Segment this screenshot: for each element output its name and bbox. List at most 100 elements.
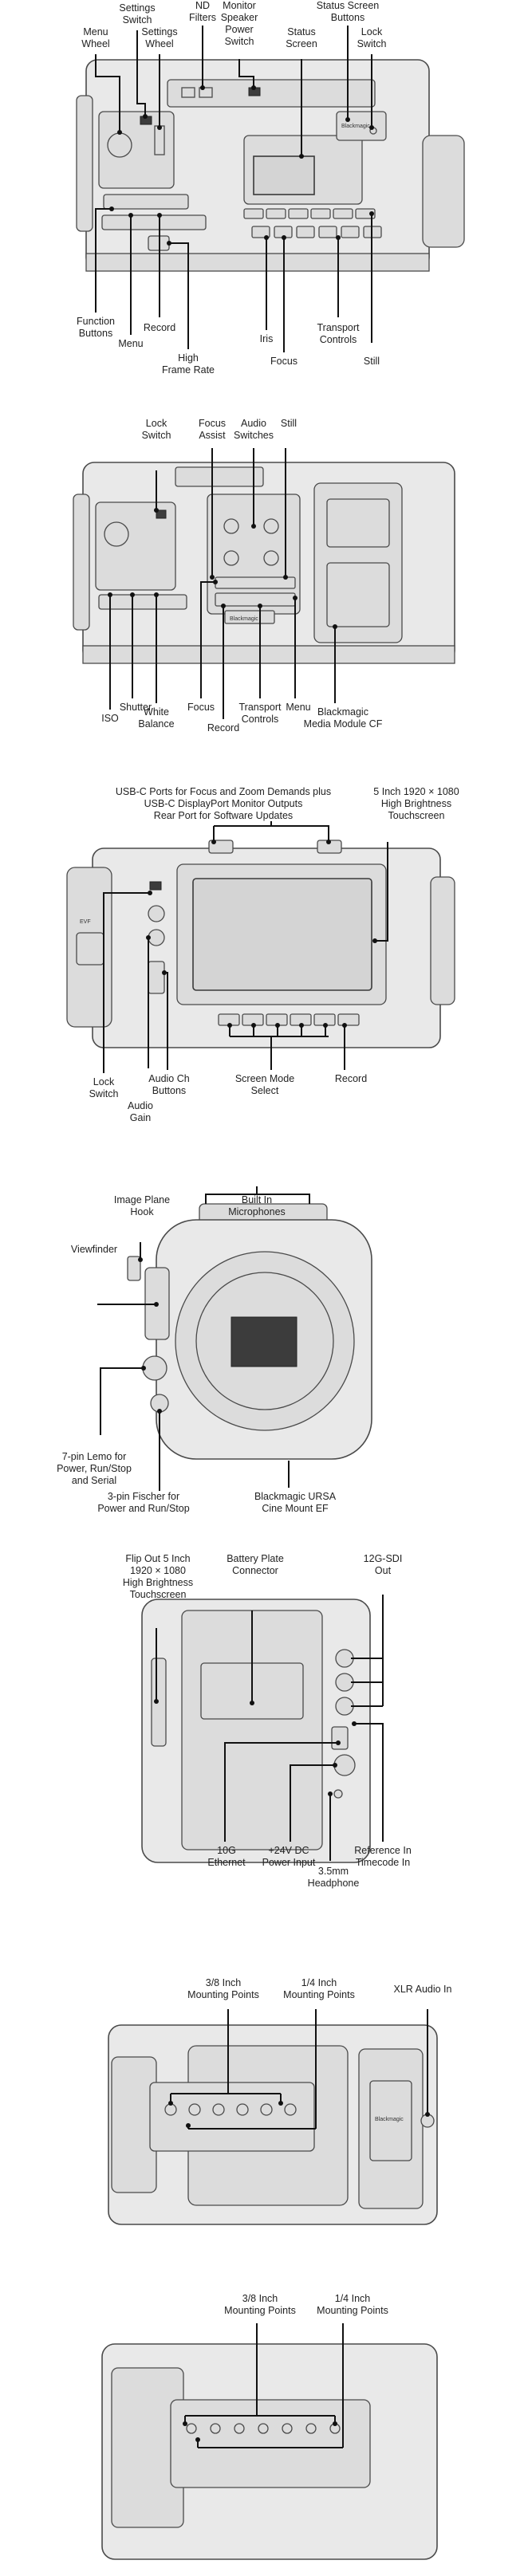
label-settings-wheel: Settings Wheel <box>141 26 178 49</box>
settings-wheel <box>154 125 165 155</box>
menu-record-row <box>101 214 207 230</box>
media-door <box>369 2080 412 2161</box>
label-shutter: Shutter <box>119 702 152 713</box>
label-xlr-audio: XLR Audio In <box>393 1984 452 1995</box>
label-status-screen-buttons: Status Screen Buttons <box>316 0 380 23</box>
label-still: Still <box>363 356 380 367</box>
transport-buttons-row <box>251 226 382 238</box>
label-image-plane-hook: Image Plane Hook <box>113 1194 171 1217</box>
label-menu: Menu <box>118 338 144 349</box>
view-bottom: Blackmagic 3/8 Inch Mounting Points 1/4 … <box>0 1969 528 2264</box>
menu-wheel <box>107 132 132 158</box>
left-side-studio-drawing: Blackmagic <box>73 448 455 719</box>
label-lock-switch: Lock Switch <box>141 418 171 441</box>
sdi-out-1 <box>335 1649 354 1668</box>
label-audio-gain: Audio Gain <box>128 1100 153 1123</box>
media-door-top <box>326 498 390 548</box>
view-left-side: Blackmagic <box>0 0 528 376</box>
sdi-out-3 <box>335 1697 354 1716</box>
label-mount-14: 1/4 Inch Mounting Points <box>283 1977 355 2000</box>
rear-edge <box>430 876 455 1005</box>
view-top: 3/8 Inch Mounting Points 1/4 Inch Mounti… <box>0 2288 528 2576</box>
sensor <box>231 1316 297 1367</box>
label-audio-ch-buttons: Audio Ch Buttons <box>148 1073 190 1096</box>
label-mount-38: 3/8 Inch Mounting Points <box>224 2293 296 2316</box>
evf-module <box>76 932 104 966</box>
function-button-row <box>103 194 189 210</box>
view-right-side: EVF USB-C Ports for <box>0 781 528 1132</box>
touchscreen <box>192 878 372 991</box>
headphone-jack <box>333 1789 343 1799</box>
label-function-buttons: Function Buttons <box>77 316 115 339</box>
right-side-drawing: EVF <box>66 821 455 1073</box>
label-settings-switch: Settings Switch <box>119 2 156 26</box>
label-transport-controls: Transport Controls <box>317 322 360 345</box>
label-flip-out-screen: Flip Out 5 Inch 1920 × 1080 High Brightn… <box>122 1553 194 1600</box>
flip-out-screen-edge <box>151 1658 167 1747</box>
lock-switch <box>156 509 167 519</box>
lens-mount-edge <box>76 95 93 232</box>
focus-assist-row <box>215 576 296 589</box>
top-strip <box>175 466 264 487</box>
lens-mount-edge <box>73 494 90 631</box>
audio-knob-4 <box>263 550 279 566</box>
label-headphone: 3.5mm Headphone <box>307 1866 360 1889</box>
label-still: Still <box>280 418 297 429</box>
label-menu-wheel: Menu Wheel <box>81 26 110 49</box>
label-transport-controls: Transport Controls <box>238 702 282 725</box>
sdi-out-2 <box>335 1673 354 1692</box>
top-strip <box>167 79 376 108</box>
audio-knob-2 <box>263 518 279 534</box>
rear-grip <box>422 135 465 248</box>
audio-ch-buttons <box>148 961 165 994</box>
mounting-plate <box>149 2082 315 2152</box>
label-monitor-speaker: Monitor Speaker Power Switch <box>220 0 258 47</box>
view-front: Image Plane Hook Built In Microphones Vi… <box>0 1140 528 1515</box>
evf-text: EVF <box>80 919 91 925</box>
menu-wheel <box>104 521 129 547</box>
media-door-bottom <box>326 562 390 627</box>
label-lock-switch: Lock Switch <box>89 1076 119 1099</box>
audio-knob-1 <box>223 518 239 534</box>
nd-button-1 <box>181 87 195 98</box>
label-iso: ISO <box>101 713 119 724</box>
lock-switch <box>149 881 162 891</box>
label-media-module: Blackmagic Media Module CF <box>303 706 383 730</box>
label-nd-filters: ND Filters <box>188 0 217 23</box>
brand-text: Blackmagic <box>230 616 258 622</box>
mounting-holes <box>164 2103 297 2116</box>
label-ethernet: 10G Ethernet <box>207 1845 246 1868</box>
label-lens-mount: Blackmagic URSA Cine Mount EF <box>254 1491 337 1514</box>
label-focus: Focus <box>187 702 215 713</box>
label-sdi-out: 12G-SDI Out <box>363 1553 403 1576</box>
label-viewfinder: Viewfinder <box>70 1244 118 1255</box>
status-buttons-row <box>243 208 376 219</box>
label-built-in-microphones: Built In Microphones <box>228 1194 286 1217</box>
status-screen <box>253 155 315 195</box>
label-lock-switch: Lock Switch <box>357 26 387 49</box>
label-mount-14: 1/4 Inch Mounting Points <box>317 2293 388 2316</box>
label-reference-in: Reference In Timecode In <box>354 1845 412 1868</box>
ethernet-port <box>331 1726 349 1750</box>
mounting-holes <box>186 2423 341 2434</box>
label-focus-assist: Focus Assist <box>198 418 227 441</box>
image-plane-hook <box>127 1256 141 1281</box>
label-status-screen: Status Screen <box>286 26 317 49</box>
label-record: Record <box>207 722 240 733</box>
base-plate <box>85 253 430 272</box>
label-touchscreen: 5 Inch 1920 × 1080 High Brightness Touch… <box>373 786 459 821</box>
label-record: Record <box>143 322 176 333</box>
label-lemo: 7-pin Lemo for Power, Run/Stop and Seria… <box>57 1451 132 1486</box>
front-drawing <box>97 1186 372 1491</box>
bottom-drawing: Blackmagic <box>108 2009 438 2225</box>
lemo-connector <box>142 1355 167 1381</box>
view-left-side-studio: Blackmagic Lock Switch Focus Assist Audi… <box>0 407 528 757</box>
top-drawing <box>101 2323 438 2560</box>
view-rear: Flip Out 5 Inch 1920 × 1080 High Brightn… <box>0 1547 528 1937</box>
rear-drawing <box>141 1595 384 1863</box>
label-menu: Menu <box>286 702 311 713</box>
label-fischer: 3-pin Fischer for Power and Run/Stop <box>97 1491 190 1514</box>
label-iris: Iris <box>259 333 274 344</box>
label-audio-switches: Audio Switches <box>233 418 274 441</box>
top-plate <box>170 2399 371 2488</box>
